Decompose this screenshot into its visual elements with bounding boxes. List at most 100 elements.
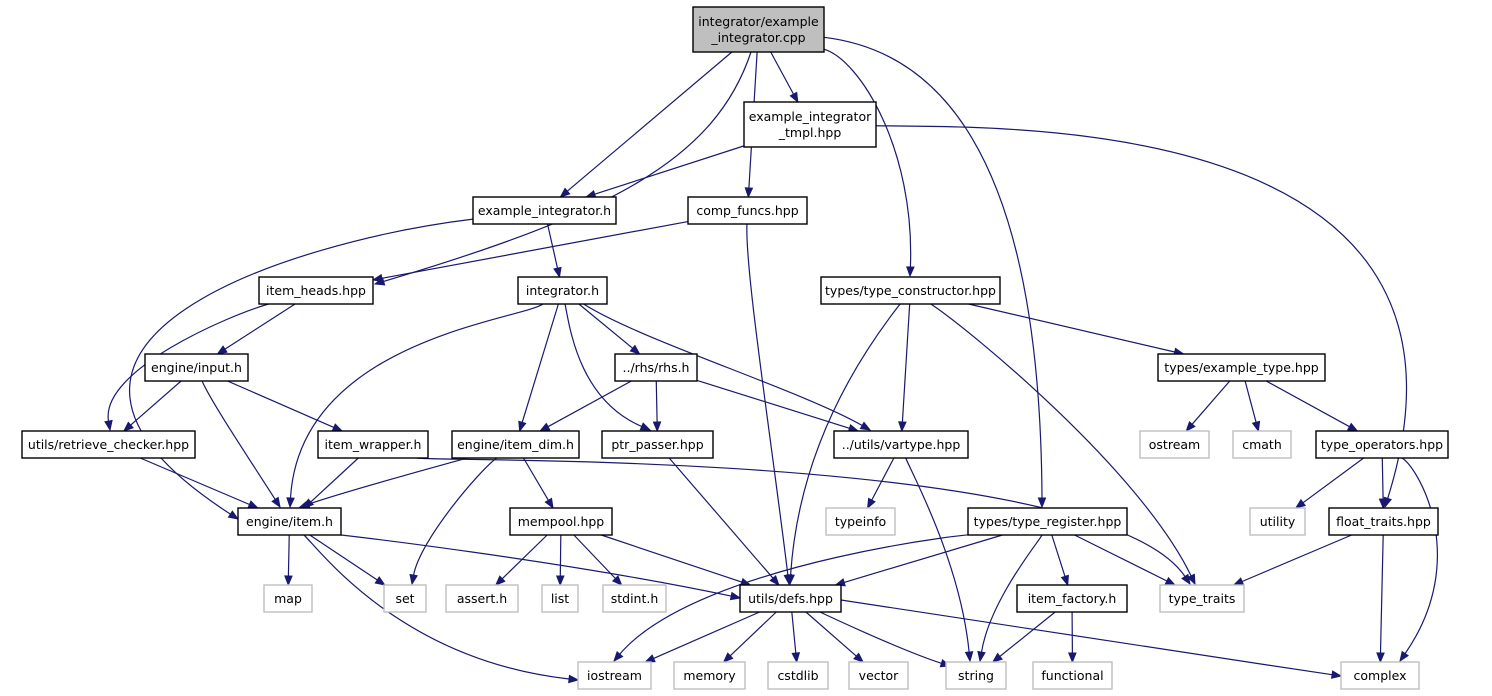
node-box-assert: [445, 584, 519, 613]
node-box-set: [383, 584, 427, 613]
arrowhead-root-to-tmpl: [789, 91, 799, 104]
arrowhead-item-to-defs: [729, 591, 742, 601]
node-map: map: [263, 584, 313, 613]
node-box-ostream: [1139, 430, 1210, 459]
arrowhead-mempool-to-list: [555, 575, 565, 587]
node-box-utility: [1249, 507, 1306, 536]
node-heads[interactable]: item_heads.hpp: [258, 276, 374, 305]
node-mempool[interactable]: mempool.hpp: [509, 507, 613, 536]
arrowhead-integ-to-idim: [518, 420, 527, 433]
node-label-wrap: item_wrapper.h: [325, 437, 422, 452]
arrowhead-integ-to-vart: [859, 421, 872, 431]
edge-vart-to-typeinfo: [871, 457, 895, 501]
arrowhead-input-to-item: [271, 496, 281, 509]
edge-tcons-to-defs: [790, 303, 901, 576]
arrowhead-item-to-iostream: [568, 674, 580, 684]
node-tmpl[interactable]: example_integrator_tmpl.hpp: [743, 101, 877, 148]
node-label-functional: functional: [1041, 668, 1103, 683]
node-label-retr: utils/retrieve_checker.hpp: [28, 437, 189, 452]
arrowhead-ftraits-to-ttraits: [1232, 577, 1245, 586]
arrowhead-defs-to-iostream: [644, 654, 656, 663]
node-complex: complex: [1340, 661, 1420, 690]
edge-ftraits-to-ttraits: [1241, 534, 1352, 583]
node-label-typeinfo: typeinfo: [835, 514, 886, 529]
edge-rhs-to-vart: [696, 379, 850, 429]
node-label-map: map: [274, 591, 302, 606]
edge-tops-to-complex: [1401, 457, 1438, 654]
node-box-ifact: [1016, 584, 1128, 613]
arrowhead-ifact-to-string: [991, 652, 1003, 663]
node-box-retr: [21, 430, 196, 459]
node-tcons[interactable]: types/type_constructor.hpp: [820, 276, 1001, 305]
arrowhead-defs-to-cstdlib: [791, 652, 801, 664]
arrowhead-tcons-to-defs: [786, 574, 795, 586]
arrowhead-compf-to-heads: [371, 273, 384, 283]
arrowhead-ftraits-to-complex: [1376, 652, 1385, 664]
node-list: list: [541, 584, 579, 613]
node-compf[interactable]: comp_funcs.hpp: [687, 196, 808, 225]
arrowhead-idim-to-mempool: [544, 497, 554, 510]
node-label-exh: example_integrator.h: [478, 203, 611, 218]
arrowhead-root-to-exh: [559, 187, 571, 198]
node-root[interactable]: integrator/example_integrator.cpp: [692, 6, 825, 53]
arrowhead-treg-to-ifact: [1060, 574, 1069, 587]
node-label-vector: vector: [859, 668, 900, 683]
node-wrap[interactable]: item_wrapper.h: [317, 430, 429, 459]
node-ifact[interactable]: item_factory.h: [1016, 584, 1128, 613]
edge-integ-to-item: [289, 303, 544, 499]
node-input[interactable]: engine/input.h: [144, 353, 249, 382]
node-box-functional: [1032, 661, 1113, 690]
node-exh[interactable]: example_integrator.h: [472, 196, 617, 225]
node-rhs[interactable]: ../rhs/rhs.h: [614, 353, 698, 382]
node-treg[interactable]: types/type_register.hpp: [967, 507, 1128, 536]
arrowhead-extype-to-tops: [1346, 422, 1359, 432]
edge-root-to-treg: [823, 36, 1043, 499]
edge-compf-to-defs: [746, 223, 789, 576]
edge-tmpl-to-exh: [594, 145, 745, 195]
node-ftraits[interactable]: float_traits.hpp: [1328, 507, 1439, 536]
node-label-root: integrator/example: [698, 14, 819, 29]
node-box-ftraits: [1328, 507, 1439, 536]
arrowhead-tcons-to-ttraits: [1186, 573, 1196, 586]
arrowhead-retr-to-item: [247, 500, 260, 509]
node-label-tcons: types/type_constructor.hpp: [825, 283, 996, 298]
edge-tmpl-to-ftraits: [875, 125, 1407, 499]
arrowhead-mempool-to-assert: [494, 575, 506, 586]
node-retr[interactable]: utils/retrieve_checker.hpp: [21, 430, 196, 459]
edge-mempool-to-list: [559, 534, 562, 577]
edge-treg-to-iostream: [619, 533, 975, 655]
node-ptrp[interactable]: ptr_passer.hpp: [601, 430, 714, 459]
arrowhead-tops-to-complex: [1399, 650, 1409, 663]
node-tops[interactable]: type_operators.hpp: [1315, 430, 1449, 459]
node-box-integ: [517, 276, 608, 305]
node-integ[interactable]: integrator.h: [517, 276, 608, 305]
node-item[interactable]: engine/item.h: [237, 507, 342, 536]
node-label-vart: ../utils/vartype.hpp: [842, 437, 961, 452]
arrowhead-rhs-to-ptrp: [652, 421, 662, 433]
edge-extype-to-ostream: [1191, 380, 1231, 425]
arrowhead-vart-to-string: [964, 651, 974, 663]
node-vector: vector: [848, 661, 909, 690]
node-set: set: [383, 584, 427, 613]
node-label-list: list: [551, 591, 569, 606]
arrowhead-idim-to-item: [298, 499, 311, 509]
node-box-tcons: [820, 276, 1001, 305]
node-idim[interactable]: engine/item_dim.h: [451, 430, 580, 459]
node-extype[interactable]: types/example_type.hpp: [1157, 353, 1326, 382]
node-functional: functional: [1032, 661, 1113, 690]
node-defs[interactable]: utils/defs.hpp: [739, 584, 842, 613]
edge-heads-to-retr: [107, 303, 269, 422]
edge-integ-to-ptrp: [564, 303, 642, 428]
arrowhead-ifact-to-functional: [1068, 652, 1077, 664]
edge-integ-to-idim: [521, 303, 559, 423]
arrowhead-exh-to-integ: [553, 266, 562, 279]
arrowhead-root-to-compf: [744, 187, 754, 199]
node-label-ftraits: float_traits.hpp: [1336, 514, 1431, 529]
node-vart[interactable]: ../utils/vartype.hpp: [833, 430, 969, 459]
node-box-list: [541, 584, 579, 613]
edge-treg-to-string: [980, 534, 1043, 653]
nodes-layer: integrator/example_integrator.cppexample…: [21, 6, 1449, 690]
node-ostream: ostream: [1139, 430, 1210, 459]
edge-defs-to-iostream: [653, 611, 760, 659]
